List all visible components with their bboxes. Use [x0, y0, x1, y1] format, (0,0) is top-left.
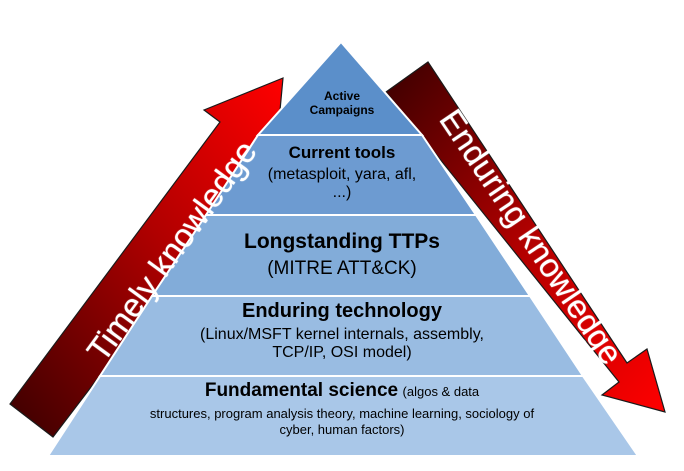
- tier-current-tools-detail: (metasploit, yara, afl, ...): [267, 166, 417, 202]
- tier-fundamental-science-heading: Fundamental science (algos & data: [120, 380, 564, 402]
- tier-longstanding-ttps-title: Longstanding TTPs: [244, 230, 440, 253]
- tier-fundamental-science-inline-detail: (algos & data: [402, 384, 480, 399]
- tier-fundamental-science-title: Fundamental science: [204, 380, 399, 401]
- tier-longstanding-ttps-detail: (MITRE ATT&CK): [267, 258, 417, 279]
- tier-current-tools-title: Current tools: [288, 143, 396, 162]
- tier-enduring-technology-title: Enduring technology: [242, 300, 442, 322]
- tier-enduring-technology-detail: (Linux/MSFT kernel internals, assembly, …: [200, 326, 484, 362]
- tier-fundamental-science-detail: structures, program analysis theory, mac…: [149, 406, 535, 438]
- tier-active-campaigns-title: Active Campaigns: [309, 89, 375, 117]
- enduring-knowledge-arrow: [385, 61, 666, 413]
- tier-active-campaigns: [255, 40, 425, 136]
